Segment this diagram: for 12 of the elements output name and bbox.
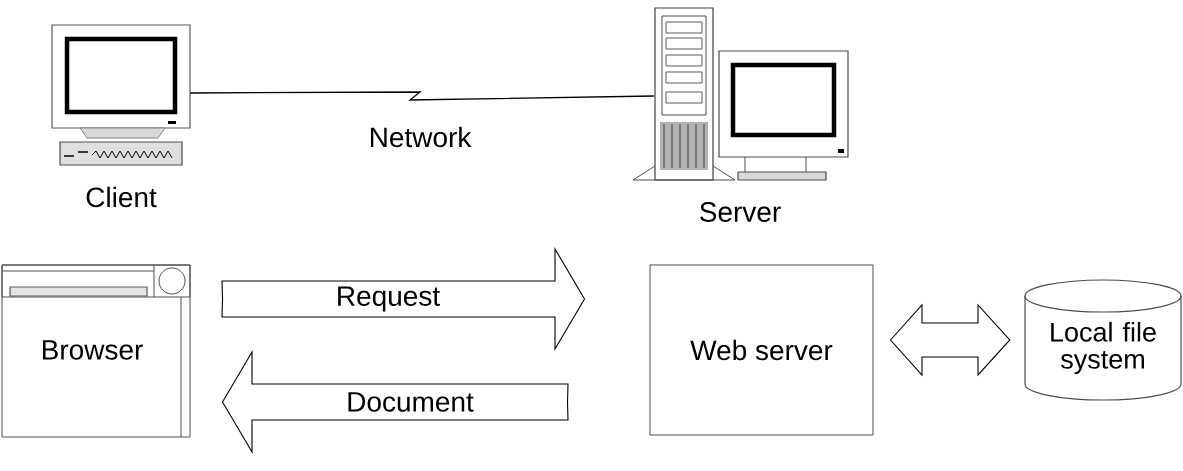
browser-window: Browser [1, 264, 191, 438]
process-box: Web server [649, 264, 874, 436]
network-line [189, 91, 655, 101]
edge-label: Document [345, 391, 475, 413]
edge-label: Network [367, 125, 473, 149]
server-drawing [632, 7, 849, 181]
computer-drawing [51, 24, 191, 166]
caption-label: Server [700, 202, 781, 222]
storage-cylinder: Local file system [1024, 279, 1182, 401]
block-arrow [889, 303, 1011, 377]
caption-label: Client [86, 186, 157, 208]
edge-label: Request [334, 285, 442, 313]
